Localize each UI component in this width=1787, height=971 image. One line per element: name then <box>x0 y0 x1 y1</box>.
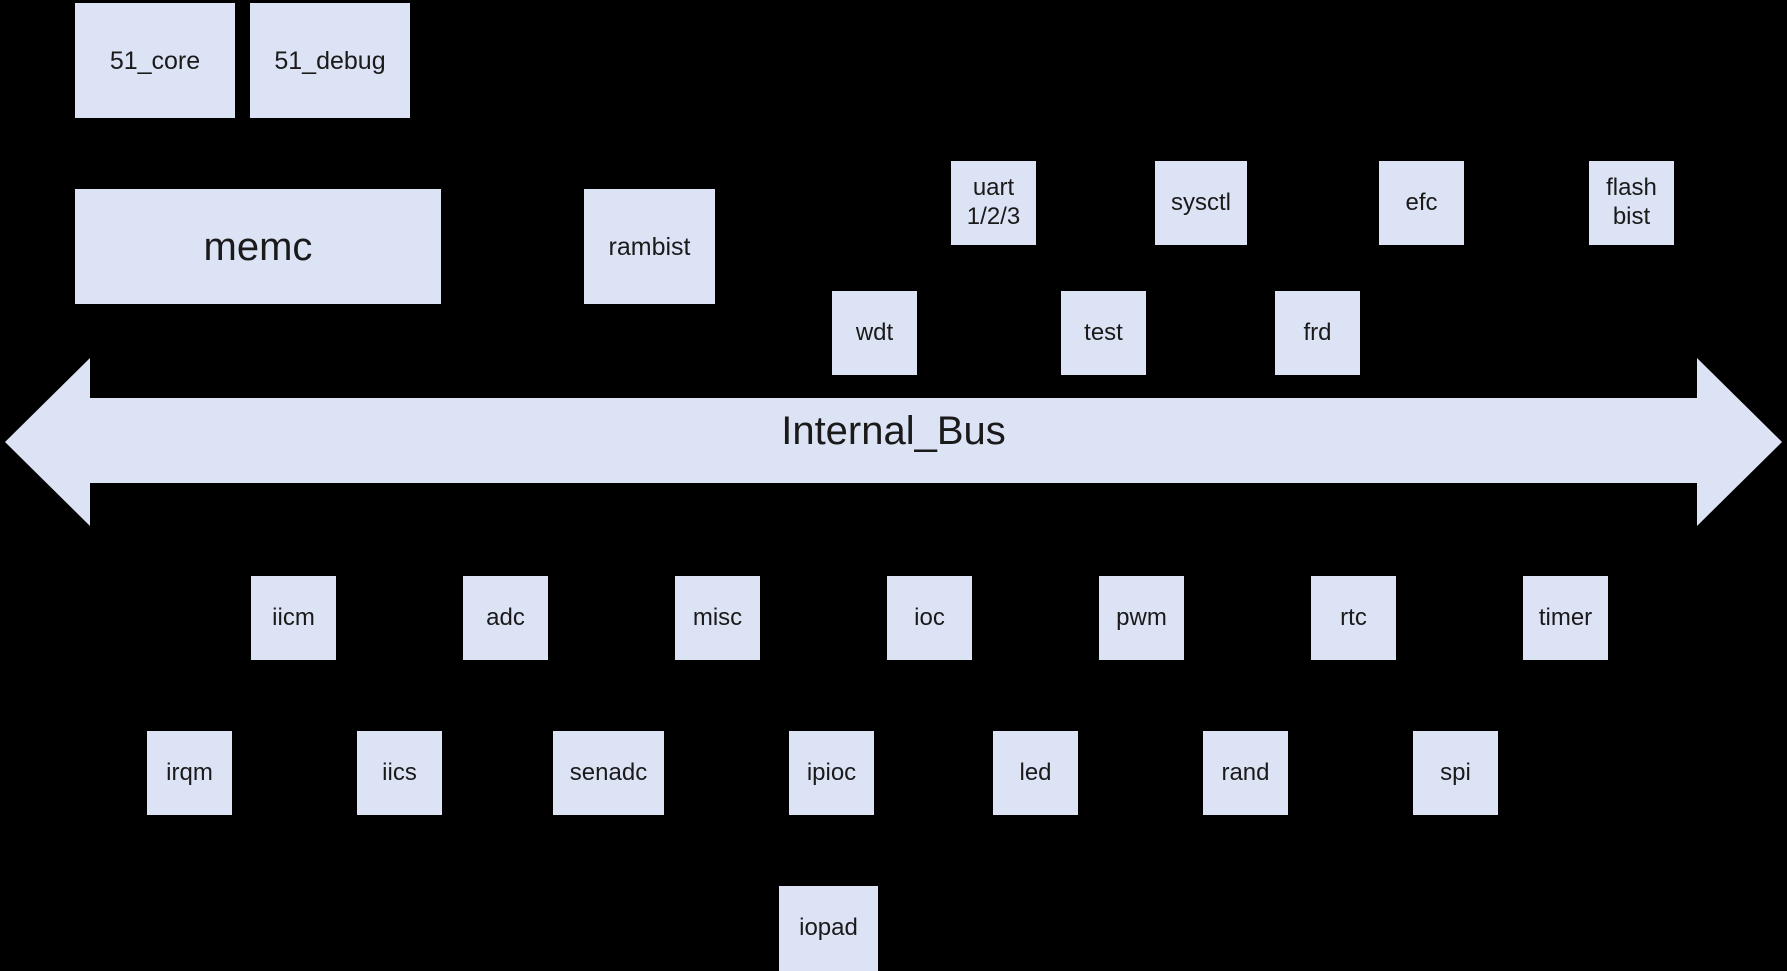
block-iopad[interactable]: iopad <box>779 886 878 971</box>
block-ioc[interactable]: ioc <box>887 576 972 660</box>
internal-bus-polygon <box>5 358 1782 526</box>
block-sysctl[interactable]: sysctl <box>1155 161 1247 245</box>
block-flash-bist[interactable]: flash bist <box>1589 161 1674 245</box>
block-memc[interactable]: memc <box>75 189 441 304</box>
block-uart[interactable]: uart 1/2/3 <box>951 161 1036 245</box>
internal-bus-arrow <box>0 336 1787 526</box>
block-rand[interactable]: rand <box>1203 731 1288 815</box>
block-iicm[interactable]: iicm <box>251 576 336 660</box>
block-frd[interactable]: frd <box>1275 291 1360 375</box>
block-irqm[interactable]: irqm <box>147 731 232 815</box>
block-51-core[interactable]: 51_core <box>75 3 235 118</box>
block-timer[interactable]: timer <box>1523 576 1608 660</box>
internal-bus-shape <box>5 358 1782 526</box>
block-pwm[interactable]: pwm <box>1099 576 1184 660</box>
block-senadc[interactable]: senadc <box>553 731 664 815</box>
block-ipioc[interactable]: ipioc <box>789 731 874 815</box>
block-iics[interactable]: iics <box>357 731 442 815</box>
block-test[interactable]: test <box>1061 291 1146 375</box>
block-misc[interactable]: misc <box>675 576 760 660</box>
block-51-debug[interactable]: 51_debug <box>250 3 410 118</box>
block-wdt[interactable]: wdt <box>832 291 917 375</box>
block-efc[interactable]: efc <box>1379 161 1464 245</box>
block-led[interactable]: led <box>993 731 1078 815</box>
block-rambist[interactable]: rambist <box>584 189 715 304</box>
block-rtc[interactable]: rtc <box>1311 576 1396 660</box>
block-adc[interactable]: adc <box>463 576 548 660</box>
block-spi[interactable]: spi <box>1413 731 1498 815</box>
